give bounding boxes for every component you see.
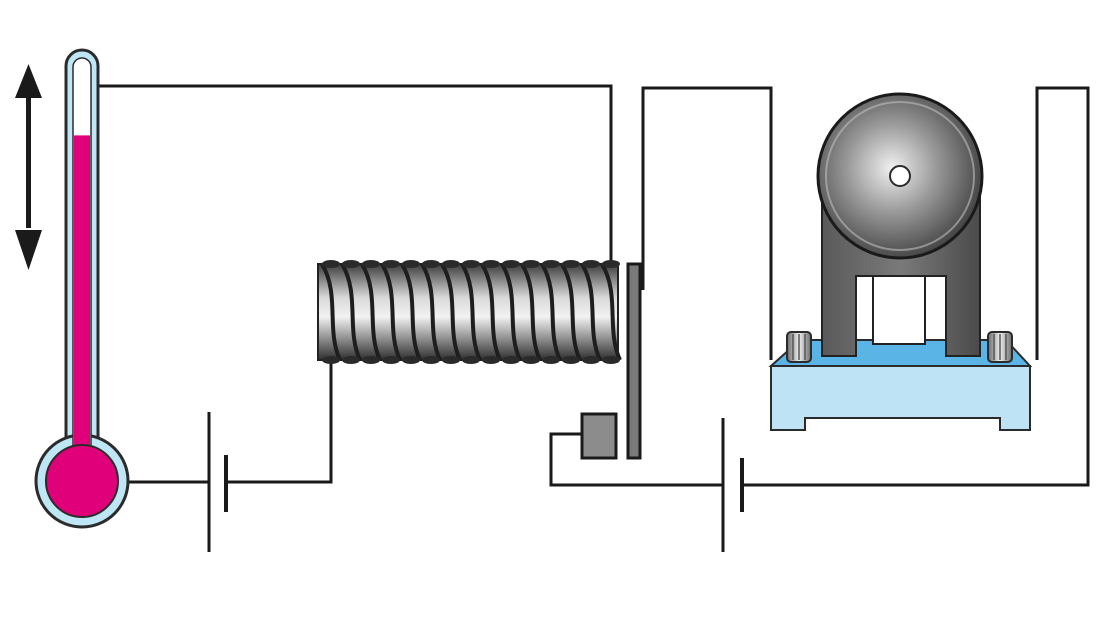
coil-winding-bottom (602, 356, 620, 364)
coil-winding-bottom (482, 356, 500, 364)
bell-dome-rim (825, 101, 975, 251)
bell-hub (889, 165, 911, 187)
electric-bell-icon (768, 92, 1033, 431)
coil-winding-bottom (422, 356, 440, 364)
terminal-screw-icon (987, 331, 1013, 363)
coil-winding (380, 262, 402, 361)
coil-winding (580, 262, 602, 361)
coil-winding-bottom (342, 356, 360, 364)
coil-winding (540, 262, 562, 361)
wire-thermometer-top (94, 84, 613, 264)
armature (626, 262, 642, 460)
coil-winding (360, 262, 382, 361)
electromagnet-coil-icon (317, 260, 622, 364)
coil-winding-top (542, 260, 560, 268)
mercury-column (74, 135, 90, 476)
coil-winding-bottom (502, 356, 520, 364)
wire-armature-to-bell (641, 86, 773, 360)
bell-base (770, 365, 1031, 431)
coil-winding (460, 262, 482, 361)
coil-winding-bottom (522, 356, 540, 364)
double-headed-arrow-icon (15, 64, 42, 270)
coil-winding (560, 262, 582, 361)
battery-cell-icon (207, 412, 228, 552)
coil-winding-bottom (362, 356, 380, 364)
coil-winding-top (322, 260, 340, 268)
wire-contact-to-battery (549, 432, 723, 487)
terminal-screw-icon (786, 331, 812, 363)
coil-winding-top (442, 260, 460, 268)
coil-winding-bottom (402, 356, 420, 364)
coil-winding-top (502, 260, 520, 268)
coil-winding-top (522, 260, 540, 268)
coil-winding-top (362, 260, 380, 268)
mercury-bulb (45, 444, 119, 518)
armature-strip-icon (626, 262, 642, 460)
contact-block-icon (580, 412, 618, 460)
coil-winding (420, 262, 442, 361)
coil-winding-bottom (562, 356, 580, 364)
coil-winding-bottom (322, 356, 340, 364)
coil-winding-top (602, 260, 620, 268)
coil-winding (340, 262, 362, 361)
coil-winding (320, 262, 342, 361)
coil-winding (400, 262, 422, 361)
coil-winding-top (482, 260, 500, 268)
coil-winding-top (582, 260, 600, 268)
thermometer-icon (34, 48, 130, 529)
coil-winding (500, 262, 522, 361)
coil-winding (440, 262, 462, 361)
coil-winding (600, 262, 622, 361)
coil-winding-bottom (382, 356, 400, 364)
coil-winding-bottom (582, 356, 600, 364)
coil-winding-top (562, 260, 580, 268)
bell-stand-window (872, 275, 926, 345)
coil-winding-bottom (462, 356, 480, 364)
coil-winding-top (382, 260, 400, 268)
coil-winding-top (462, 260, 480, 268)
coil-winding-top (342, 260, 360, 268)
coil-winding-top (402, 260, 420, 268)
coil-winding-top (422, 260, 440, 268)
battery-cell-icon (721, 418, 744, 552)
wire-battery-to-coil (226, 360, 333, 484)
coil-winding-bottom (442, 356, 460, 364)
wire-battery-to-bell (742, 86, 1090, 487)
contact-block (580, 412, 618, 460)
coil-winding-bottom (542, 356, 560, 364)
coil-windings (320, 260, 622, 364)
circuit-wires (94, 84, 1090, 487)
coil-winding (480, 262, 502, 361)
coil-winding (520, 262, 542, 361)
